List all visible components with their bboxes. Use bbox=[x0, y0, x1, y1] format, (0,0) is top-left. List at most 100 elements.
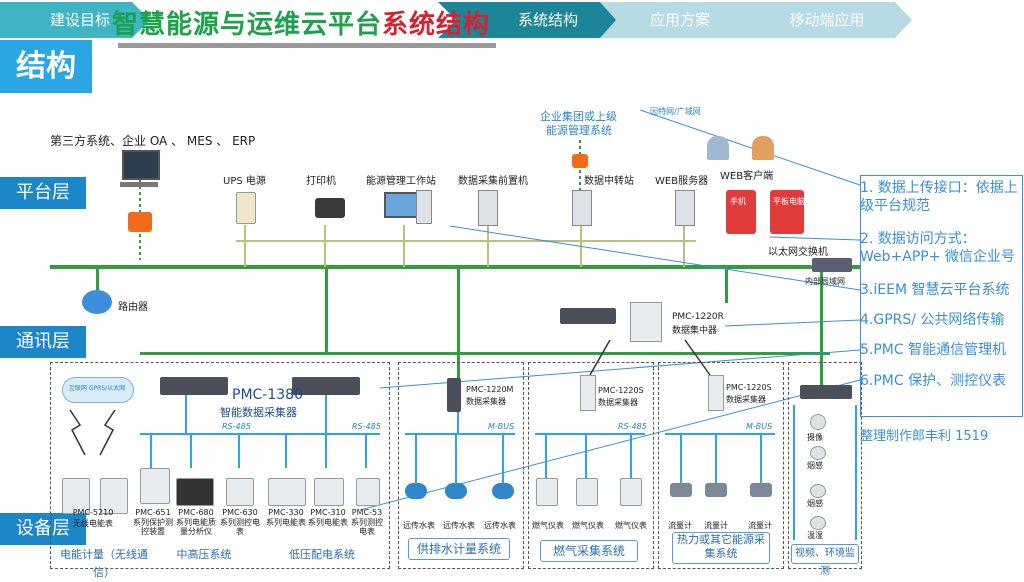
video-collector-device bbox=[800, 385, 852, 399]
pmc1220m-sub: 数据采集器 bbox=[466, 397, 506, 406]
category-wireless-metering: 电能计量（无线通信） bbox=[52, 546, 156, 579]
concentrator-box bbox=[630, 302, 662, 342]
page-title: 智慧能源与运维云平台系统结构 bbox=[112, 10, 491, 40]
relay-firewall-icon bbox=[572, 154, 588, 168]
pmc1220s-device bbox=[580, 375, 596, 411]
ups-label: UPS 电源 bbox=[223, 176, 266, 187]
gas-label-3: 燃气仪表 bbox=[615, 521, 647, 530]
user-icon bbox=[707, 136, 729, 160]
workstation-label: 能源管理工作站 bbox=[366, 176, 436, 187]
video-label-3: 烟感 bbox=[807, 499, 823, 508]
enterprise-label-2: 能源管理系统 bbox=[546, 124, 612, 137]
pmc1220s-sub: 数据采集器 bbox=[598, 398, 638, 407]
m630-label: PMC-630 bbox=[222, 508, 258, 517]
category-mv-hv: 中高压系统 bbox=[170, 546, 238, 564]
water-label-2: 远传水表 bbox=[443, 521, 475, 530]
pmc1380-device-a bbox=[160, 377, 228, 395]
annotation-6: 6.PMC 保护、测控仪表 bbox=[860, 373, 1007, 389]
water-label-1: 远传水表 bbox=[403, 521, 435, 530]
router-label: 路由器 bbox=[118, 302, 148, 313]
pmc1220r-device bbox=[560, 308, 616, 324]
meter-5210-b bbox=[100, 478, 128, 514]
water-label-3: 远传水表 bbox=[484, 521, 516, 530]
annotation-1: 1. 数据上传接口：依据上级平台规范 bbox=[860, 180, 1018, 214]
meter-53 bbox=[356, 478, 380, 506]
intranet-label: 内部局域网 bbox=[805, 277, 845, 286]
relay-server-icon bbox=[572, 190, 592, 226]
flow-label-3: 流量计 bbox=[748, 521, 772, 530]
tab-goals[interactable]: 建设目标 bbox=[0, 2, 150, 38]
flow-meter-icon-1 bbox=[670, 483, 692, 497]
pmc1220s2-sub: 数据采集器 bbox=[726, 395, 766, 404]
phone-icon bbox=[726, 190, 756, 234]
frontend-server-icon bbox=[478, 190, 498, 226]
video-label-1: 摄像 bbox=[807, 433, 823, 442]
m5210-sub: 无线电能表 bbox=[73, 519, 113, 528]
third-party-label: 第三方系统、企业 OA 、 MES 、 ERP bbox=[50, 134, 256, 148]
category-lv: 低压配电系统 bbox=[282, 546, 362, 564]
webserver-icon bbox=[675, 190, 695, 226]
m680-sub: 系列电能质量分析仪 bbox=[176, 518, 216, 536]
m330-label: PMC-330 bbox=[268, 508, 304, 517]
meter-680 bbox=[176, 478, 214, 506]
tab-structure[interactable]: 系统结构 bbox=[438, 2, 618, 38]
annotation-2: 2. 数据访问方式：Web+APP+ 微信企业号 bbox=[860, 231, 1015, 265]
gas-meter-icon-3 bbox=[620, 478, 642, 506]
water-meter-icon-2 bbox=[445, 483, 467, 499]
gas-label-1: 燃气仪表 bbox=[532, 521, 564, 530]
meter-651 bbox=[140, 468, 170, 504]
webserver-label: WEB服务器 bbox=[655, 176, 709, 187]
flow-meter-icon-3 bbox=[750, 483, 772, 497]
video-label-2: 烟感 bbox=[807, 461, 823, 470]
bus-label-1: RS-485 bbox=[222, 422, 251, 431]
m680-label: PMC-680 bbox=[178, 508, 214, 517]
frontend-label: 数据采集前置机 bbox=[458, 176, 528, 187]
group-power bbox=[50, 362, 390, 569]
pmc1220r-label: PMC-1220R bbox=[672, 312, 724, 322]
humidity-sensor-icon bbox=[810, 516, 826, 530]
m53-sub: 系列测控电表 bbox=[351, 518, 383, 536]
printer-label: 打印机 bbox=[306, 176, 336, 187]
m310-label: PMC-310 bbox=[310, 508, 346, 517]
cloud-icon bbox=[62, 377, 134, 403]
flow-meter-icon-2 bbox=[705, 483, 727, 497]
switch-icon bbox=[812, 258, 852, 272]
workstation-tower-icon bbox=[416, 190, 432, 224]
user-icon-2 bbox=[752, 136, 774, 160]
pmc1380-sub: 智能数据采集器 bbox=[220, 406, 297, 419]
flow-label-2: 流量计 bbox=[704, 521, 728, 530]
title-underline bbox=[118, 43, 496, 48]
tab-mobile[interactable]: 移动端应用 bbox=[742, 2, 912, 38]
m330-sub: 系列电能表 bbox=[266, 518, 306, 527]
bus-label-5: M-BUS bbox=[746, 422, 773, 431]
credit-text: 整理制作郎丰利 1519 bbox=[860, 429, 989, 444]
cloud-label: 互联网 GPRS/以太网 bbox=[68, 385, 126, 392]
annotation-4: 4.GPRS/ 公共网络传输 bbox=[860, 312, 1005, 328]
m310-sub: 系列电能表 bbox=[308, 518, 348, 527]
m5210-label: PMC-5210 bbox=[72, 508, 114, 517]
pmc1220m-label: PMC-1220M bbox=[466, 385, 514, 394]
third-party-monitor-icon bbox=[120, 150, 160, 187]
annotation-box bbox=[860, 175, 1023, 417]
pmc1220s-label: PMC-1220S bbox=[598, 386, 644, 395]
router-icon bbox=[82, 290, 112, 314]
m651-sub: 系列保护测控装置 bbox=[133, 518, 173, 536]
gas-meter-icon-1 bbox=[536, 478, 558, 506]
water-meter-icon-1 bbox=[405, 483, 427, 499]
m630-sub: 系列测控电表 bbox=[220, 518, 260, 536]
smoke-sensor-icon-2 bbox=[810, 484, 826, 498]
meter-310 bbox=[314, 478, 344, 506]
meter-5210-a bbox=[62, 478, 90, 514]
tablet-icon bbox=[770, 190, 804, 234]
group-water bbox=[398, 362, 524, 569]
top-nav: 建设目标 系统结构 应用方案 移动端应用 bbox=[0, 0, 1024, 40]
pmc1380-label: PMC-1380 bbox=[232, 387, 303, 403]
m53-label: PMC-53 bbox=[351, 508, 383, 517]
tab-solutions[interactable]: 应用方案 bbox=[600, 2, 760, 38]
water-meter-icon-3 bbox=[492, 483, 514, 499]
ups-icon bbox=[236, 192, 256, 224]
video-label-4: 温湿 bbox=[807, 531, 823, 540]
m651-label: PMC-651 bbox=[135, 508, 171, 517]
meter-330 bbox=[268, 478, 306, 506]
group-video bbox=[788, 362, 862, 569]
